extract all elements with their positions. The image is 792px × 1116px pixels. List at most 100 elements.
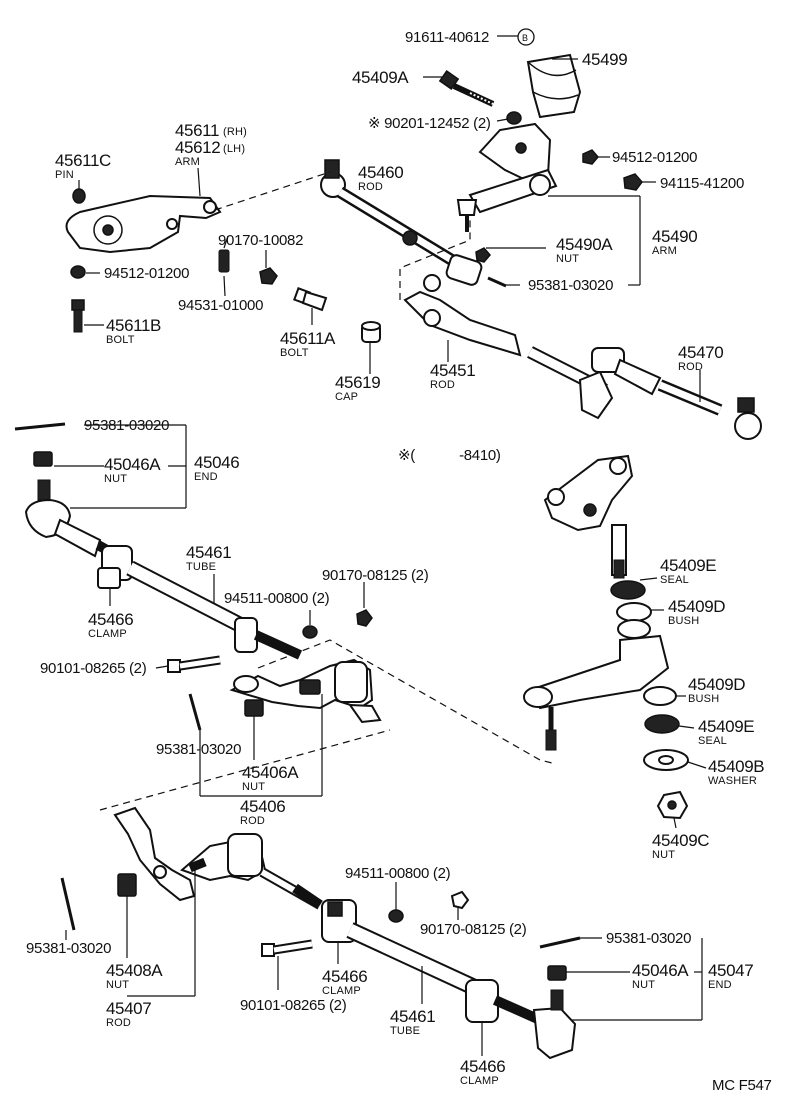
part-45470-rod bbox=[591, 347, 762, 440]
callout-94115: 94115-41200 bbox=[660, 175, 744, 192]
label-lh: (LH) bbox=[223, 143, 245, 155]
label-rh: (RH) bbox=[223, 126, 247, 138]
assembly-line-4 bbox=[99, 729, 391, 811]
assembly-line-3 bbox=[257, 639, 557, 765]
callout-45499: 45499 bbox=[582, 50, 627, 69]
label-rod-3: ROD bbox=[678, 361, 703, 373]
label-clamp-2: CLAMP bbox=[322, 985, 361, 997]
callout-45408a: 45408A bbox=[106, 961, 163, 980]
callout-94511-mid: 94511-00800 (2) bbox=[224, 590, 330, 607]
callout-45409d-low: 45409D bbox=[688, 675, 745, 694]
callout-95381-bottom: 95381-03020 bbox=[26, 940, 111, 957]
callout-90101-low: 90101-08265 (2) bbox=[240, 997, 347, 1014]
callout-45409e-low: 45409E bbox=[698, 717, 754, 736]
part-94115-nut bbox=[623, 173, 643, 191]
label-seal-2: SEAL bbox=[698, 735, 727, 747]
part-90170-nut bbox=[259, 267, 278, 285]
callout-45409e-top: 45409E bbox=[660, 556, 716, 575]
part-90201-washer bbox=[506, 111, 522, 125]
callout-45611a: 45611A bbox=[280, 329, 336, 348]
label-nut-2: NUT bbox=[104, 473, 127, 485]
callout-45409d-top: 45409D bbox=[668, 597, 725, 616]
label-end-2: END bbox=[708, 979, 732, 991]
b-mark: B bbox=[522, 33, 528, 43]
leader-lines bbox=[54, 35, 707, 1056]
callout-45409a: 45409A bbox=[352, 68, 409, 87]
callout-94531: 94531-01000 bbox=[178, 297, 263, 314]
callout-94512-left: 94512-01200 bbox=[104, 265, 189, 282]
part-45490a-nut bbox=[445, 247, 507, 288]
callout-45409c: 45409C bbox=[652, 831, 709, 850]
idler-arm-assembly bbox=[523, 454, 689, 820]
label-rod-2: ROD bbox=[430, 379, 455, 391]
label-nut-3: NUT bbox=[242, 781, 265, 793]
callout-45461-low: 45461 bbox=[390, 1007, 435, 1026]
part-45611-arm bbox=[65, 194, 222, 254]
callout-94512-top: 94512-01200 bbox=[612, 149, 697, 166]
callout-45619: 45619 bbox=[335, 373, 380, 392]
middle-tie-rod-assembly bbox=[14, 422, 382, 731]
label-pin: PIN bbox=[55, 169, 74, 181]
label-end-1: END bbox=[194, 471, 218, 483]
callout-45466-bottom-mid: 45466 bbox=[322, 967, 367, 986]
part-94512-washer-left bbox=[70, 265, 86, 279]
part-45611c-pin bbox=[72, 188, 86, 204]
label-nut-1: NUT bbox=[556, 253, 579, 265]
callout-45046a: 45046A bbox=[104, 455, 161, 474]
label-bolt-2: BOLT bbox=[280, 347, 309, 359]
callout-45046: 45046 bbox=[194, 453, 239, 472]
label-cap: CAP bbox=[335, 391, 358, 403]
callout-45611: 45611 bbox=[175, 121, 219, 140]
callout-45406a: 45406A bbox=[242, 763, 299, 782]
top-assembly bbox=[65, 53, 762, 440]
part-45046a-nut bbox=[33, 451, 53, 467]
callout-labels: 91611-40612 B 45499 45409A ※ 90201-12452… bbox=[26, 28, 772, 1094]
part-45611a-bolt bbox=[293, 287, 328, 312]
callout-90170-top: 90170-10082 bbox=[218, 232, 303, 249]
label-rod-4: ROD bbox=[240, 815, 265, 827]
part-45408a-nut bbox=[117, 873, 137, 897]
callout-90201: ※ 90201-12452 (2) bbox=[368, 115, 491, 132]
callout-90101-mid: 90101-08265 (2) bbox=[40, 660, 147, 677]
callout-45466-bottom: 45466 bbox=[460, 1057, 505, 1076]
callout-45611c: 45611C bbox=[55, 151, 111, 170]
label-seal-1: SEAL bbox=[660, 574, 689, 586]
assembly-line-1 bbox=[214, 171, 331, 211]
b-mark-circle bbox=[517, 28, 535, 46]
label-rod-5: ROD bbox=[106, 1017, 131, 1029]
callout-45612: 45612 bbox=[175, 138, 220, 157]
footer-code: MC F547 bbox=[712, 1077, 772, 1094]
part-94512-washer bbox=[582, 149, 599, 165]
callout-95381-top: 95381-03020 bbox=[528, 277, 613, 294]
label-arm-2: ARM bbox=[652, 245, 677, 257]
label-rod-1: ROD bbox=[358, 181, 383, 193]
callout-45409b: 45409B bbox=[708, 757, 764, 776]
callout-94511-low: 94511-00800 (2) bbox=[345, 865, 451, 882]
callout-91611: 91611-40612 bbox=[405, 29, 489, 46]
callout-45460: 45460 bbox=[358, 163, 403, 182]
label-tube-2: TUBE bbox=[390, 1025, 420, 1037]
callout-45046a-right: 45046A bbox=[632, 961, 689, 980]
callout-45461-mid: 45461 bbox=[186, 543, 231, 562]
label-washer: WASHER bbox=[708, 775, 757, 787]
callout-45466-mid: 45466 bbox=[88, 610, 133, 629]
callout-45047: 45047 bbox=[708, 961, 753, 980]
label-bolt-1: BOLT bbox=[106, 334, 135, 346]
label-nut-6: NUT bbox=[106, 979, 129, 991]
part-45490-idler-arm bbox=[456, 122, 558, 232]
callout-45490: 45490 bbox=[652, 227, 697, 246]
label-tube-1: TUBE bbox=[186, 561, 216, 573]
label-bush-1: BUSH bbox=[668, 615, 699, 627]
part-45409a-bolt bbox=[438, 70, 495, 107]
callout-45451: 45451 bbox=[430, 361, 475, 380]
callout-95381-right: 95381-03020 bbox=[606, 930, 691, 947]
part-94531 bbox=[218, 249, 230, 273]
callout-45611b: 45611B bbox=[106, 316, 161, 335]
callout-95381-left: 95381-03020 bbox=[156, 741, 241, 758]
label-nut-4: NUT bbox=[652, 849, 675, 861]
part-45460-rod bbox=[320, 159, 464, 271]
callout-90170-low: 90170-08125 (2) bbox=[420, 921, 527, 938]
bottom-tie-rod-assembly bbox=[60, 806, 581, 1060]
label-bush-2: BUSH bbox=[688, 693, 719, 705]
label-clamp-1: CLAMP bbox=[88, 628, 127, 640]
